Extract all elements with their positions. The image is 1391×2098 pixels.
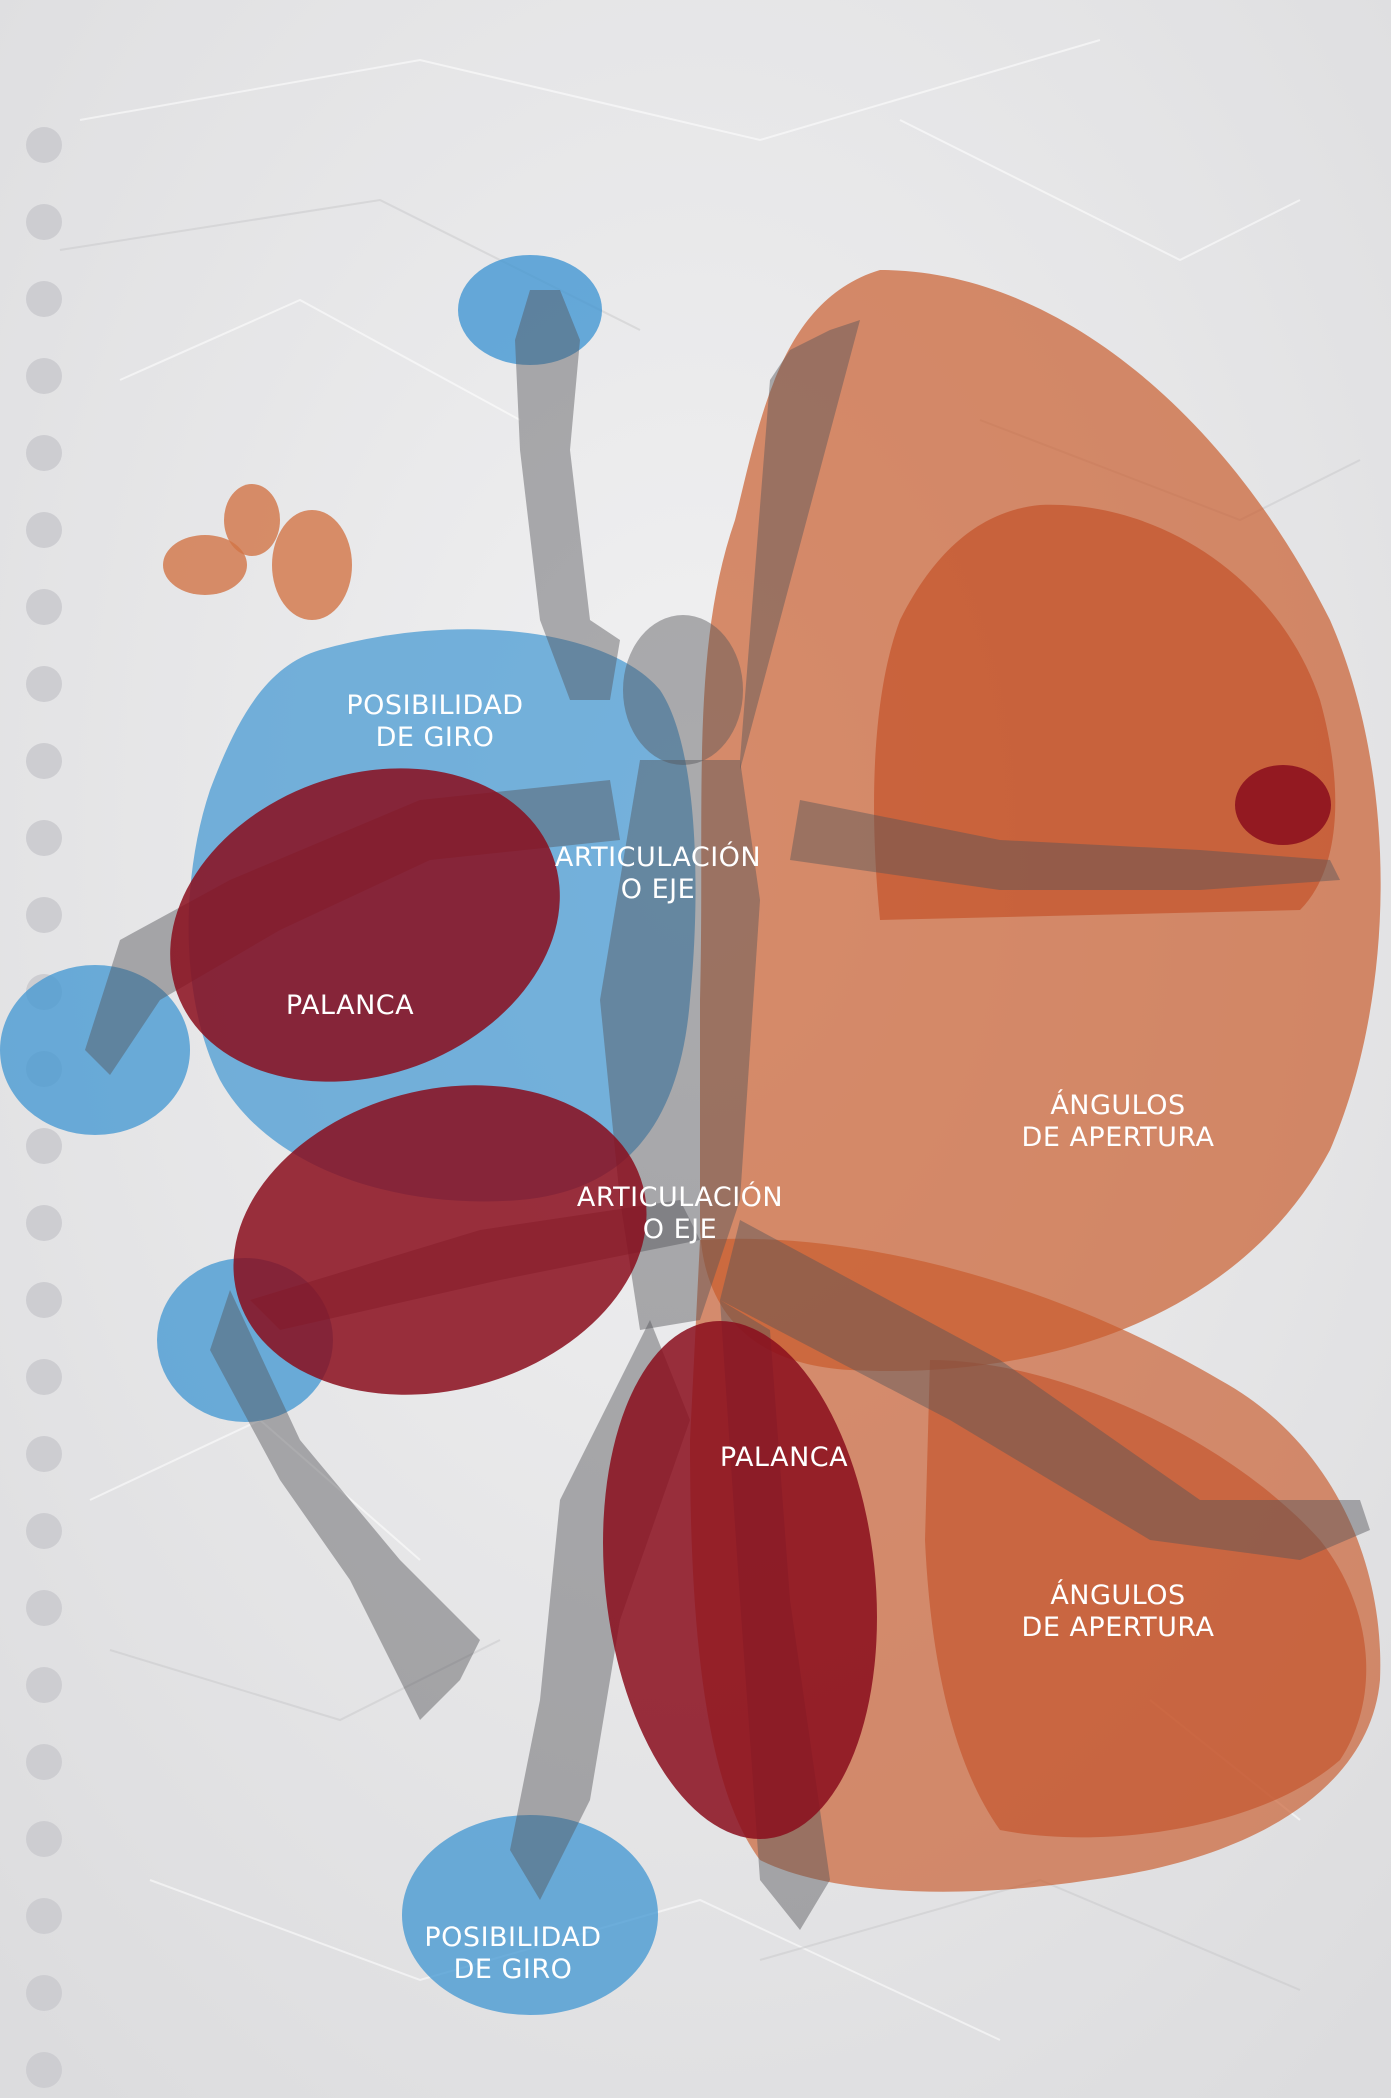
notebook-hole <box>26 1282 62 1318</box>
label-line: ARTICULACIÓN <box>555 842 761 874</box>
notebook-hole <box>26 1513 62 1549</box>
label-line: DE GIRO <box>424 1954 601 1986</box>
notebook-hole <box>26 1128 62 1164</box>
notebook-hole <box>26 512 62 548</box>
notebook-hole <box>26 1205 62 1241</box>
notebook-hole <box>26 1744 62 1780</box>
label-line: PALANCA <box>286 990 414 1022</box>
notebook-hole <box>26 820 62 856</box>
notebook-hole <box>26 204 62 240</box>
notebook-hole <box>26 2052 62 2088</box>
notebook-hole <box>26 435 62 471</box>
notebook-hole <box>26 1821 62 1857</box>
lever-zone-hand <box>1235 765 1331 845</box>
notebook-hole <box>26 1975 62 2011</box>
label-rotation-foot: POSIBILIDAD DE GIRO <box>424 1922 601 1986</box>
label-line: POSIBILIDAD <box>424 1922 601 1954</box>
label-line: ARTICULACIÓN <box>577 1182 783 1214</box>
notebook-hole <box>26 1590 62 1626</box>
notebook-hole <box>26 589 62 625</box>
label-lever-leg: PALANCA <box>720 1442 848 1474</box>
notebook-hole <box>26 358 62 394</box>
notebook-hole <box>26 1436 62 1472</box>
notebook-hole <box>26 897 62 933</box>
label-line: ÁNGULOS <box>1022 1580 1215 1612</box>
label-line: ÁNGULOS <box>1022 1090 1215 1122</box>
label-lever-arm: PALANCA <box>286 990 414 1022</box>
label-line: O EJE <box>577 1214 783 1246</box>
label-line: DE APERTURA <box>1022 1612 1215 1644</box>
label-line: DE APERTURA <box>1022 1122 1215 1154</box>
notebook-hole <box>26 1898 62 1934</box>
label-line: O EJE <box>555 874 761 906</box>
label-line: POSIBILIDAD <box>346 690 523 722</box>
label-line: DE GIRO <box>346 722 523 754</box>
notebook-hole <box>26 743 62 779</box>
notebook-hole <box>26 1359 62 1395</box>
notebook-hole <box>26 281 62 317</box>
label-joint-upper: ARTICULACIÓN O EJE <box>555 842 761 906</box>
notebook-hole <box>26 1667 62 1703</box>
label-aperture-upper: ÁNGULOS DE APERTURA <box>1022 1090 1215 1154</box>
notebook-hole <box>26 666 62 702</box>
label-aperture-lower: ÁNGULOS DE APERTURA <box>1022 1580 1215 1644</box>
label-joint-lower: ARTICULACIÓN O EJE <box>577 1182 783 1246</box>
label-rotation-torso: POSIBILIDAD DE GIRO <box>346 690 523 754</box>
label-line: PALANCA <box>720 1442 848 1474</box>
notebook-hole <box>26 127 62 163</box>
